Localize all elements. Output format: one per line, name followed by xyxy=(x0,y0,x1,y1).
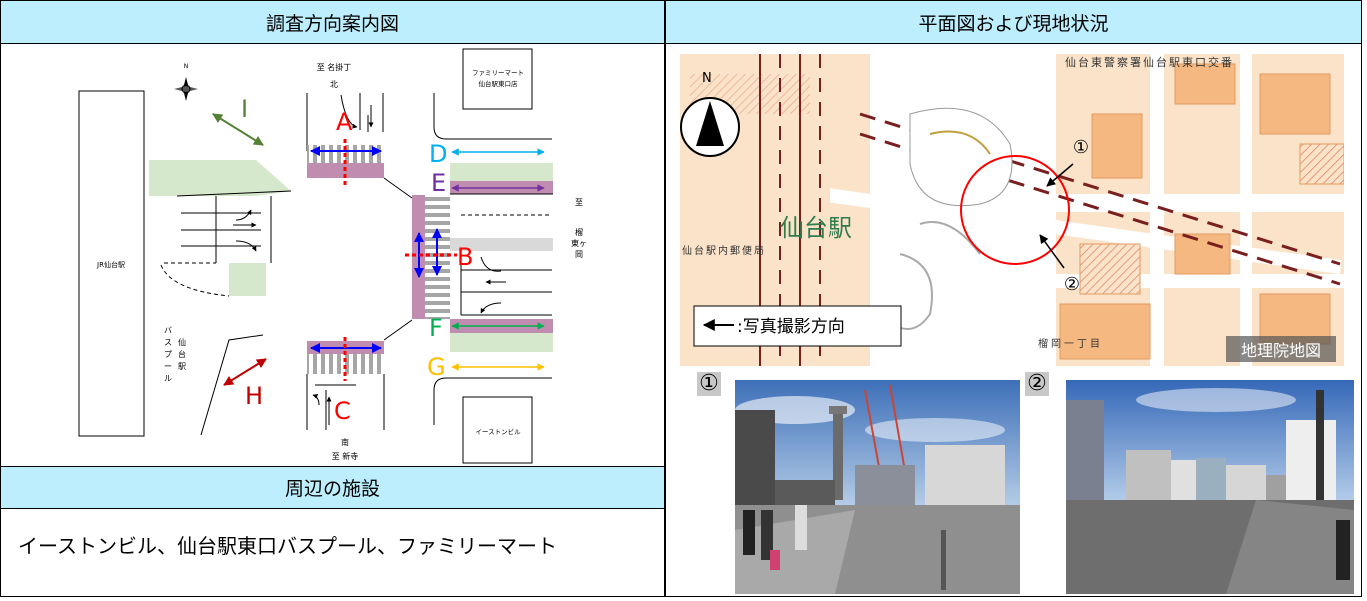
legend-text: :写真撮影方向 xyxy=(737,317,845,337)
label-b: B xyxy=(457,243,473,271)
easton-building-label: イーストンビル xyxy=(475,427,521,436)
compass-icon xyxy=(174,77,198,101)
target-area-circle xyxy=(960,155,1070,265)
map-police-box-label: 仙台東警察署仙台駅東口交番 xyxy=(1065,55,1234,69)
familymart-label: ファミリーマート xyxy=(472,69,524,77)
photo-1 xyxy=(735,380,1020,594)
to-east-label-4: 岡 xyxy=(575,250,583,259)
guide-map-header: 調査方向案内図 xyxy=(1,1,664,44)
facilities-text: イーストンビル、仙台駅東口バスプール、ファミリーマート xyxy=(18,534,557,558)
direction-arrow-h xyxy=(223,358,267,386)
svg-text:バ: バ xyxy=(164,326,172,335)
sendai-station-vertical-label: 仙 台 駅 xyxy=(178,337,186,371)
map-marker-1: ① xyxy=(1073,137,1089,158)
label-i: I xyxy=(241,95,248,123)
familymart-store-label: 仙台駅東口店 xyxy=(479,79,519,88)
photo-2-label: ② xyxy=(1025,372,1049,396)
to-east-label-3: 東ヶ xyxy=(571,238,587,248)
south-label: 南 xyxy=(341,437,349,447)
map-north-letter: N xyxy=(702,71,712,86)
map-post-office-label: 仙台駅内郵便局 xyxy=(682,244,766,257)
label-f: F xyxy=(429,314,443,342)
map-station-label: 仙台駅 xyxy=(780,214,852,242)
svg-text:ル: ル xyxy=(164,374,172,383)
gsi-map-credit: 地理院地図 xyxy=(1241,341,1321,360)
column-divider xyxy=(664,0,666,597)
green-area-w xyxy=(229,263,266,296)
diagram-north-letter: N xyxy=(184,63,189,70)
label-e: E xyxy=(431,169,446,197)
direction-arrow-i xyxy=(212,113,264,146)
north-label: 北 xyxy=(330,80,338,89)
svg-text:台: 台 xyxy=(178,349,186,359)
survey-direction-diagram: JR仙台駅 N I 至 名掛丁 北 A ファミリーマート 仙台駅東口店 D xyxy=(1,45,664,465)
north-arrow-icon xyxy=(696,101,724,146)
map-district-label: 榴岡一丁目 xyxy=(1038,337,1103,350)
facilities-header: 周辺の施設 xyxy=(1,466,664,509)
photo-direction-arrow-1 xyxy=(1046,163,1074,187)
familymart-block xyxy=(462,48,533,110)
label-a: A xyxy=(336,108,353,136)
photo-1-label: ① xyxy=(697,372,721,396)
label-d: D xyxy=(429,140,447,168)
svg-text:プ: プ xyxy=(164,350,172,359)
label-g: G xyxy=(427,353,446,381)
to-south-label: 至 新寺 xyxy=(332,451,359,461)
label-h: H xyxy=(245,382,263,410)
bus-pool-label: バ ス プ ー ル xyxy=(164,326,172,383)
plan-map-header: 平面図および現地状況 xyxy=(666,1,1361,44)
to-north-label: 至 名掛丁 xyxy=(317,62,352,72)
map-marker-2: ② xyxy=(1064,274,1080,295)
svg-text:ス: ス xyxy=(164,338,172,347)
jr-station-label: JR仙台駅 xyxy=(96,260,125,269)
easton-building-block xyxy=(462,396,533,464)
jr-station-block xyxy=(78,90,145,437)
crossing-c-stripes xyxy=(307,354,384,374)
photo-2 xyxy=(1066,380,1354,594)
label-c: C xyxy=(334,397,351,425)
to-east-label-2: 榴 xyxy=(575,227,583,237)
svg-text:駅: 駅 xyxy=(178,362,186,371)
to-east-label-1: 至 xyxy=(575,198,583,207)
svg-text:仙: 仙 xyxy=(178,337,186,347)
green-area-nw xyxy=(149,160,291,196)
photo-direction-arrow-2 xyxy=(1039,234,1065,269)
svg-text:ー: ー xyxy=(164,362,172,371)
plan-map: 仙台東警察署仙台駅東口交番 仙台駅 仙台駅内郵便局 榴岡一丁目 地理院地図 N … xyxy=(680,54,1344,366)
